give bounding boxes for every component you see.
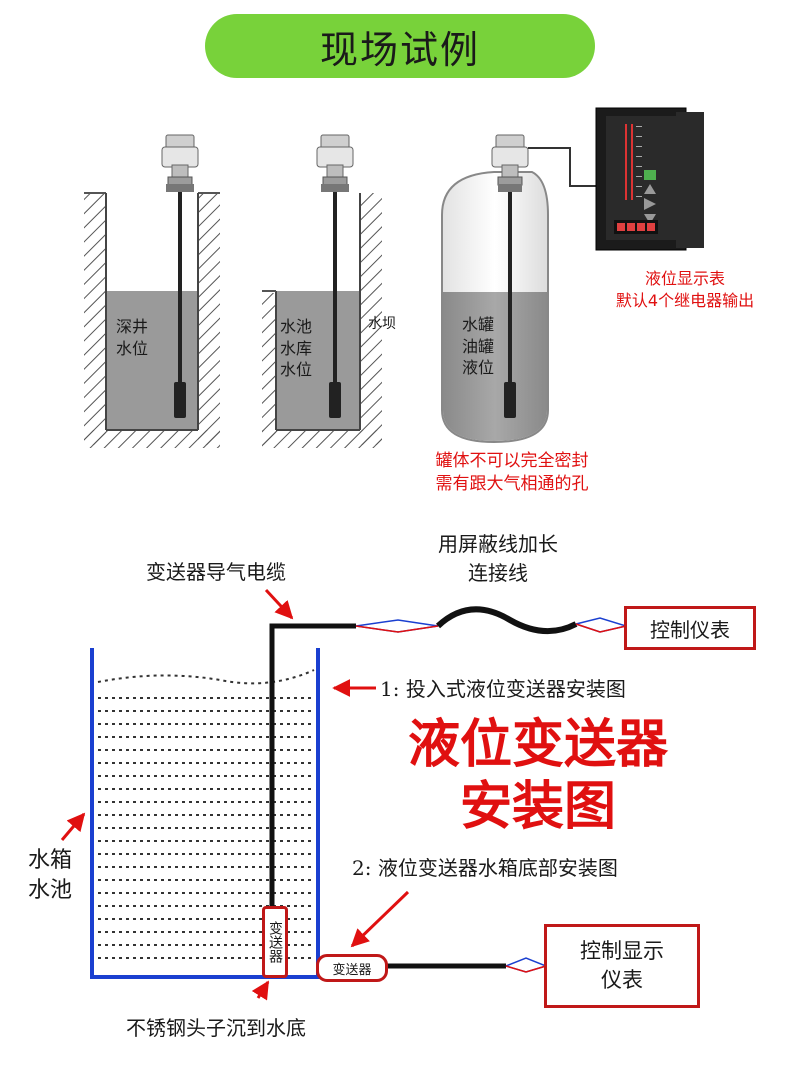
title-pill: 现场试例: [205, 14, 595, 78]
tank-note: 罐体不可以完全密封 需有跟大气相通的孔: [435, 451, 589, 494]
bottom-cable: [384, 957, 549, 973]
dam-label: 水坝: [368, 316, 396, 332]
label-2: 2: 液位变送器水箱底部安装图: [352, 856, 618, 880]
installation-diagram: [60, 588, 629, 1001]
cable-label: 变送器导气电缆: [146, 560, 286, 584]
pool-scene: [262, 134, 382, 448]
bottom-note: 不锈钢头子沉到水底: [126, 1016, 306, 1040]
water-fill: [97, 669, 315, 959]
vertical-cable: [269, 623, 356, 908]
control-meter-top: 控制仪表: [624, 606, 756, 650]
water-tank-label: 水箱 水池: [28, 848, 73, 903]
label-1: 1: 投入式液位变送器安装图: [380, 677, 626, 701]
pool-label: 水池 水库 水位: [280, 317, 313, 380]
well-label: 深井 水位: [116, 317, 149, 358]
tank-scene: [441, 134, 600, 444]
extension-label: 用屏蔽线加长 连接线: [438, 532, 558, 585]
control-display: 控制显示 仪表: [544, 924, 700, 1008]
display-meter-label: 液位显示表 默认4个继电器输出: [615, 269, 755, 310]
transmitter-horizontal: 变送器: [316, 954, 388, 982]
scene-illustration: [84, 107, 704, 448]
top-connector: [355, 606, 629, 635]
tank-label: 水罐 油罐 液位: [462, 315, 495, 378]
annotation-arrows: [60, 588, 410, 1001]
page-title: 现场试例: [319, 27, 480, 72]
big-title: 液位变送器 安装图: [407, 715, 668, 838]
transmitter-vertical: 变送器: [262, 906, 288, 978]
display-meter: [595, 107, 704, 251]
well-scene: [84, 134, 220, 448]
